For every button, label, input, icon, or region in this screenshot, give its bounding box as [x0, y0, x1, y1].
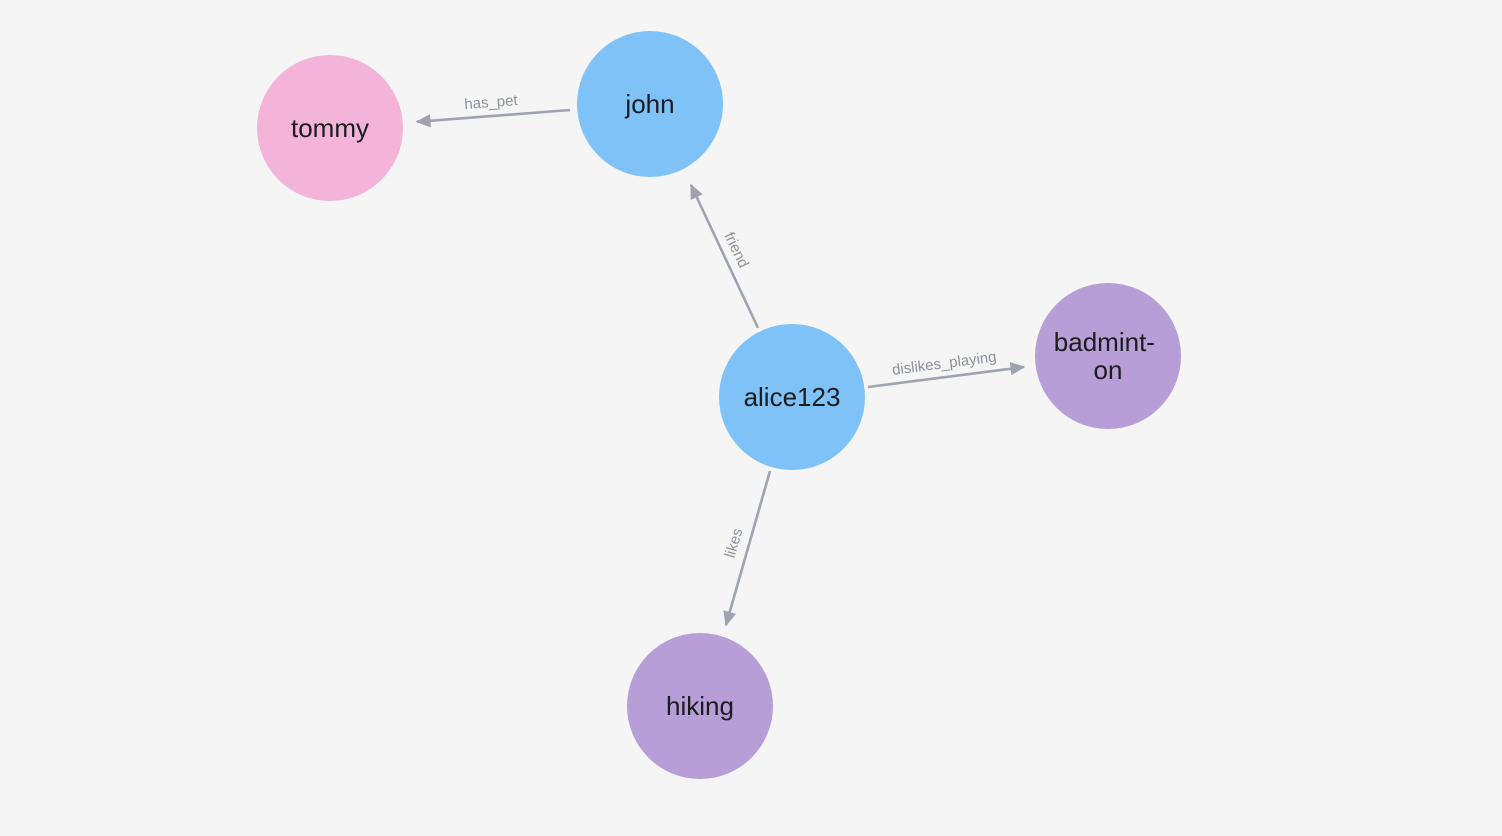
edge-likes[interactable]: likes [722, 470, 772, 627]
node-circle-john[interactable] [577, 31, 723, 177]
node-alice123[interactable]: alice123 [719, 324, 865, 470]
edge-has-pet[interactable]: has_pet [415, 92, 571, 128]
edge-label-has-pet[interactable]: has_pet [464, 92, 519, 113]
node-circle-tommy[interactable] [257, 55, 403, 201]
edge-line-friend[interactable] [689, 183, 760, 329]
edge-line-has-pet[interactable] [415, 108, 571, 128]
node-john[interactable]: john [577, 31, 723, 177]
node-hiking[interactable]: hiking [627, 633, 773, 779]
edge-label-friend[interactable]: friend [720, 229, 752, 270]
edge-line-likes[interactable] [723, 470, 772, 627]
edge-friend[interactable]: friend [689, 183, 760, 329]
edge-dislikes-playing[interactable]: dislikes_playing [867, 348, 1026, 389]
node-circle-alice123[interactable] [719, 324, 865, 470]
edge-label-likes[interactable]: likes [722, 526, 747, 560]
node-tommy[interactable]: tommy [257, 55, 403, 201]
edge-label-dislikes-playing[interactable]: dislikes_playing [891, 348, 997, 378]
node-badminton[interactable]: badmint- on [1035, 283, 1181, 429]
edge-line-dislikes-playing[interactable] [867, 362, 1026, 389]
node-circle-hiking[interactable] [627, 633, 773, 779]
node-circle-badminton[interactable] [1035, 283, 1181, 429]
